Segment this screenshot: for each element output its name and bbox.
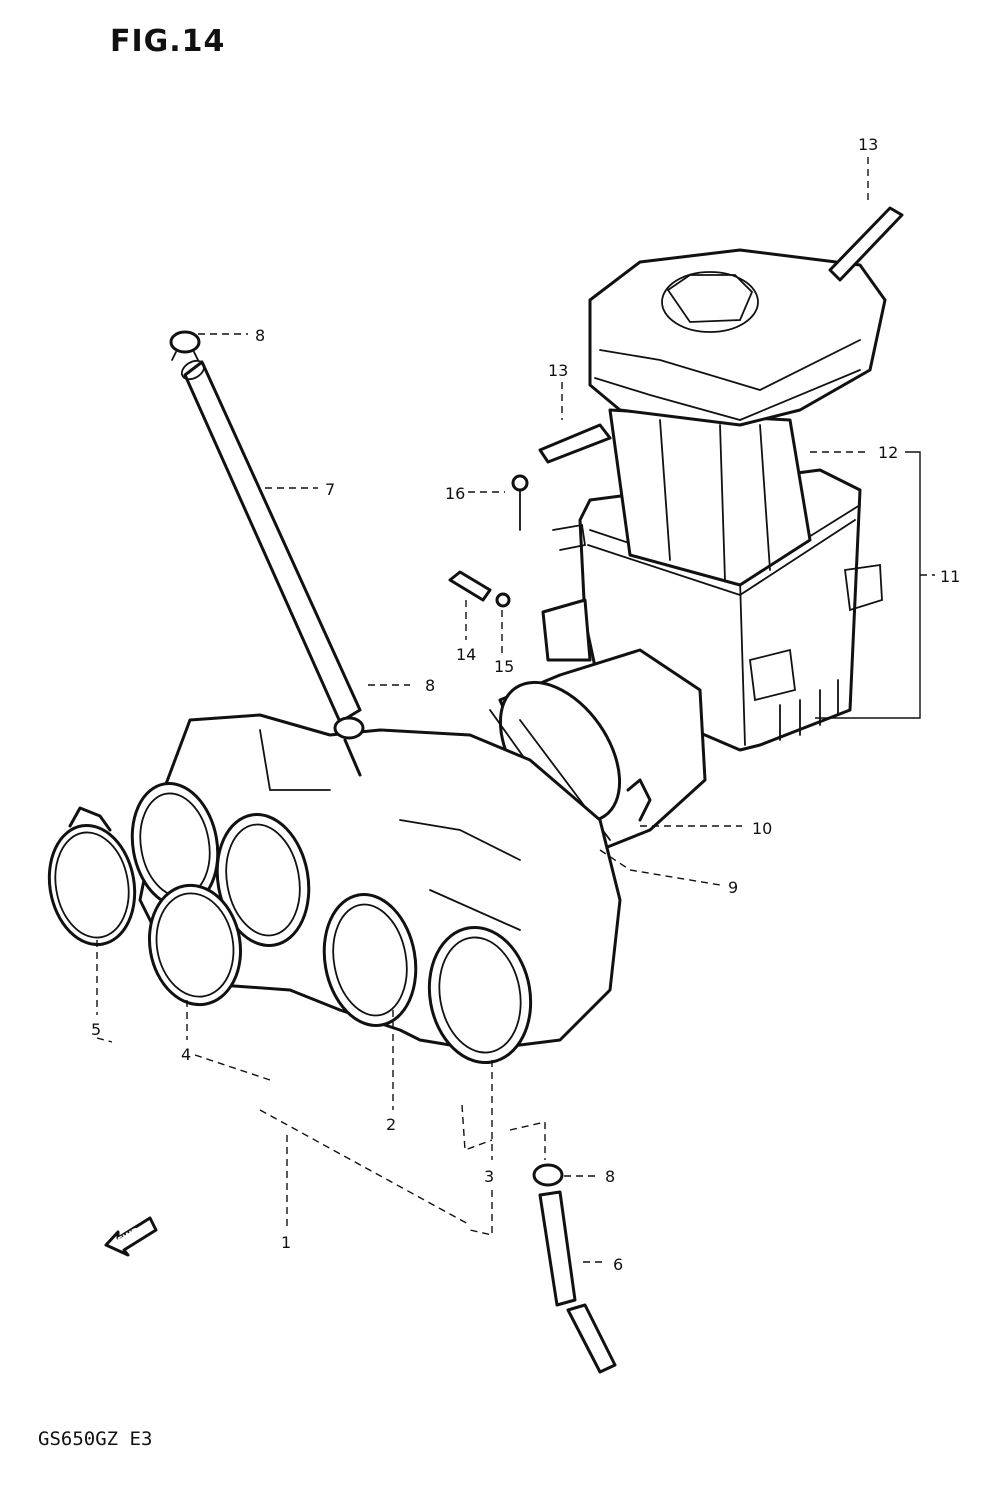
callout-8-top: 8: [255, 326, 265, 345]
breather-hose: [180, 359, 362, 724]
callout-3: 3: [484, 1167, 494, 1186]
fwd-label: FWD: [117, 1226, 142, 1246]
hose-clip-middle: [333, 716, 365, 777]
fwd-arrow: FWD: [104, 1216, 158, 1257]
clamp-10: [626, 778, 652, 822]
callout-10: 10: [752, 819, 772, 838]
clamp-strap-13-top: [828, 206, 904, 282]
washer-15: [495, 592, 511, 608]
callout-16: 16: [445, 484, 465, 503]
intake-port-center-right: [322, 893, 418, 1027]
callout-11: 11: [940, 567, 960, 586]
callout-12: 12: [878, 443, 898, 462]
bolt-14: [448, 570, 492, 602]
callout-5: 5: [91, 1020, 101, 1039]
model-code: GS650GZ E3: [38, 1428, 153, 1450]
hose-clip-bottom: [532, 1163, 564, 1187]
sealing-ring: [147, 883, 243, 1007]
callout-8-middle: 8: [425, 676, 435, 695]
callout-13-top: 13: [858, 135, 878, 154]
callout-8-bottom: 8: [605, 1167, 615, 1186]
hose-clamp-band: [47, 806, 137, 947]
callout-1: 1: [281, 1233, 291, 1252]
callout-13-side: 13: [548, 361, 568, 380]
screw-16: [511, 474, 529, 531]
callout-15: 15: [494, 657, 514, 676]
callout-6: 6: [613, 1255, 623, 1274]
callout-9: 9: [728, 878, 738, 897]
callout-14: 14: [456, 645, 476, 664]
callout-2: 2: [386, 1115, 396, 1134]
clamp-strap-13-side: [538, 423, 612, 464]
hose-clip-top: [169, 330, 201, 361]
drain-hose: [538, 1190, 617, 1374]
callout-4: 4: [181, 1045, 191, 1064]
intake-port-center-left: [215, 813, 311, 947]
figure-title: FIG.14: [110, 24, 226, 59]
callout-7: 7: [325, 480, 335, 499]
